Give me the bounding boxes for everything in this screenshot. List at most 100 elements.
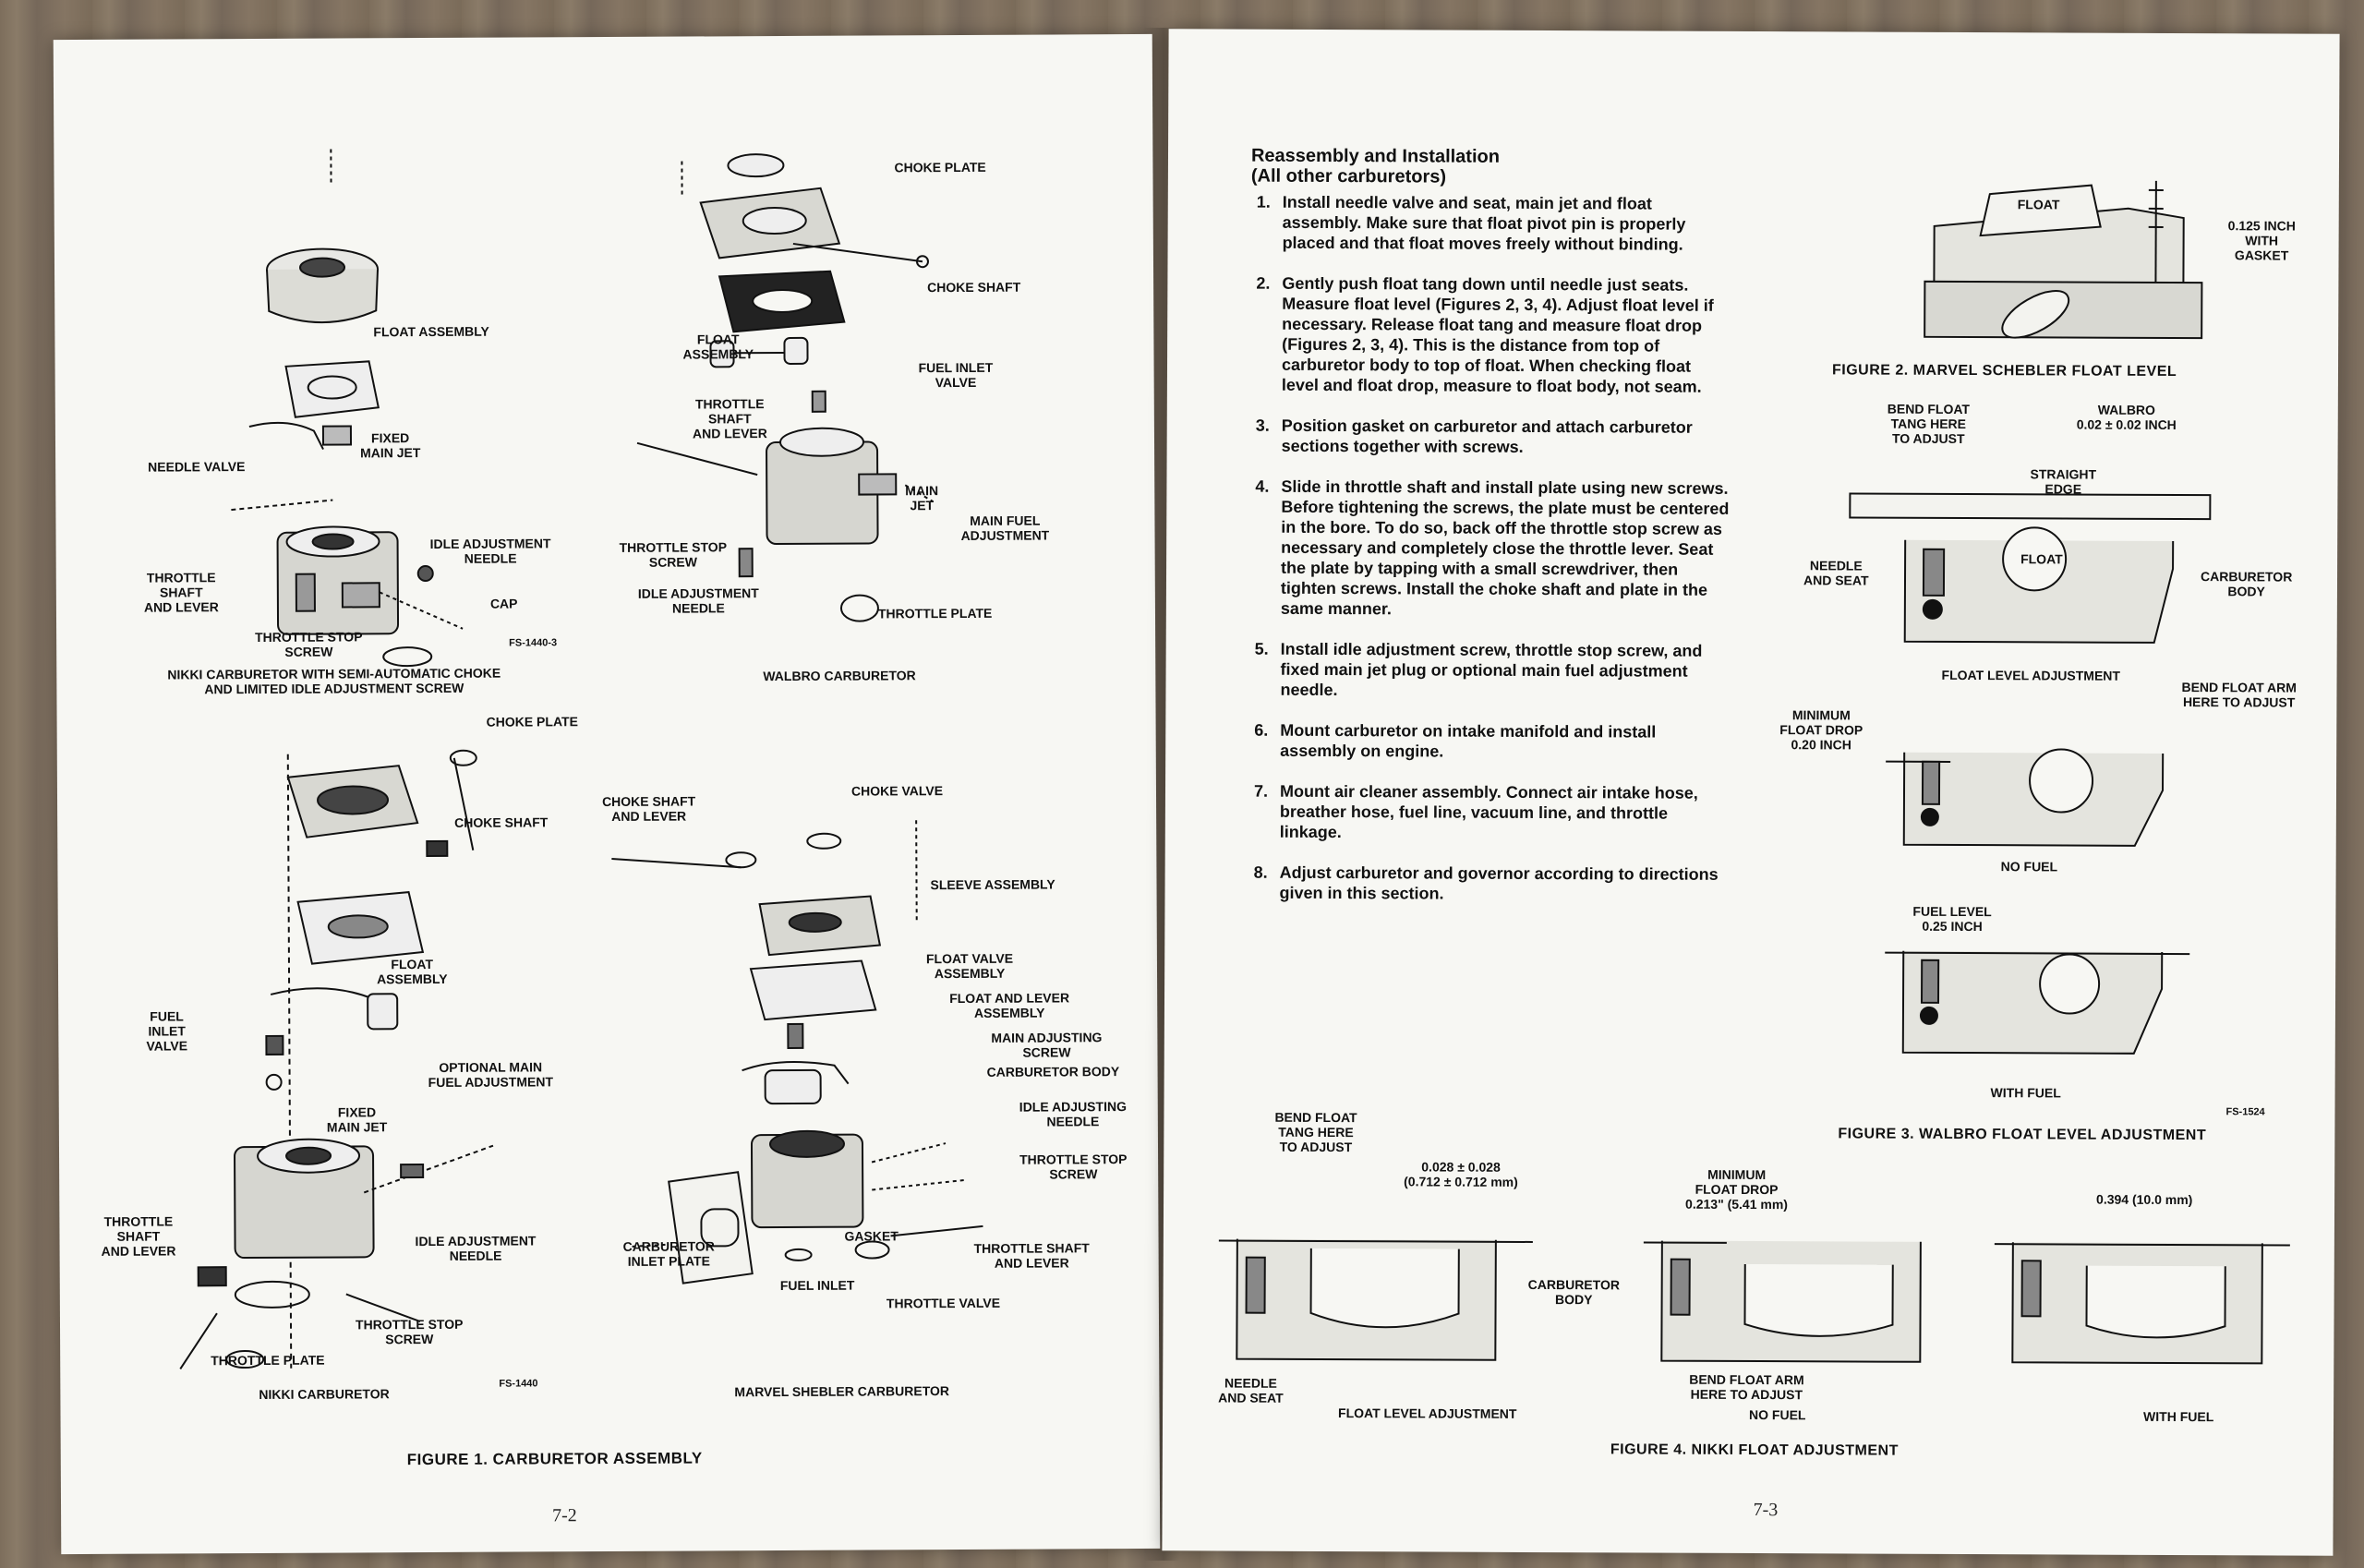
label-fixed-main-jet-1: FIXED MAIN JET [360, 430, 421, 461]
marvel-shebler-exploded-diagram [611, 820, 983, 1285]
marvel-title: MARVEL SHEBLER CARBURETOR [734, 1383, 950, 1400]
label-needle-valve-1: NEEDLE VALVE [148, 459, 246, 475]
step-3: 3.Position gasket on carburetor and atta… [1255, 416, 1693, 456]
figure-3-caption: FIGURE 3. WALBRO FLOAT LEVEL ADJUSTMENT [1838, 1126, 2207, 1144]
label-throttle-shaft-lever-4: THROTTLE SHAFT AND LEVER [973, 1240, 1090, 1271]
fig4-with-fuel-label: WITH FUEL [2143, 1408, 2214, 1425]
fig2-measure-label: 0.125 INCH WITH GASKET [2227, 218, 2296, 263]
page-number-right: 7-3 [1753, 1500, 1779, 1521]
figure-4-no-fuel-diagram [1643, 1240, 1922, 1363]
label-choke-valve-4: CHOKE VALVE [850, 783, 944, 799]
label-throttle-shaft-lever-1: THROTTLE SHAFT AND LEVER [143, 570, 219, 615]
fig4-carb-body-label: CARBURETOR BODY [1527, 1276, 1621, 1308]
fig3-float-level-adj-label: FLOAT LEVEL ADJUSTMENT [1941, 667, 2121, 683]
label-float-valve-assembly-4: FLOAT VALVE ASSEMBLY [925, 950, 1014, 982]
label-main-fuel-adjustment-2: MAIN FUEL ADJUSTMENT [960, 513, 1050, 543]
figure-2-diagram [1924, 180, 2203, 340]
label-optional-main-3: OPTIONAL MAIN FUEL ADJUSTMENT [428, 1059, 554, 1091]
fig3-needle-seat-label: NEEDLE AND SEAT [1803, 558, 1869, 588]
fs-1524: FS-1524 [2225, 1106, 2265, 1118]
label-throttle-plate-3: THROTTLE PLATE [211, 1352, 325, 1369]
fig3-with-fuel-label: WITH FUEL [1990, 1085, 2061, 1101]
label-throttle-stop-screw-2: THROTTLE STOP SCREW [619, 539, 728, 570]
fig4-measure3-label: 0.394 (10.0 mm) [2096, 1191, 2193, 1208]
label-choke-shaft-2: CHOKE SHAFT [927, 279, 1021, 296]
step-5: 5.Install idle adjustment screw, throttl… [1254, 639, 1703, 700]
nikki-exploded-diagram [179, 749, 494, 1369]
fig3-walbro-label: WALBRO 0.02 ± 0.02 INCH [2076, 402, 2177, 433]
label-throttle-stop-screw-1: THROTTLE STOP SCREW [255, 629, 363, 659]
figure-4-float-level-diagram [1218, 1238, 1533, 1361]
fig3-bend-arm-label: BEND FLOAT ARM HERE TO ADJUST [2181, 680, 2297, 710]
walbro-exploded-diagram [636, 153, 934, 622]
nikki-semi-title: NIKKI CARBURETOR WITH SEMI-AUTOMATIC CHO… [167, 665, 501, 697]
fig4-bend-arm-label: BEND FLOAT ARM HERE TO ADJUST [1689, 1371, 1804, 1403]
step-2: 2.Gently push float tang down until need… [1256, 273, 1714, 396]
figure-2-caption: FIGURE 2. MARVEL SCHEBLER FLOAT LEVEL [1831, 362, 2177, 380]
fig3-min-drop-label: MINIMUM FLOAT DROP 0.20 INCH [1779, 707, 1863, 753]
label-cap-1: CAP [489, 596, 518, 611]
label-carburetor-inlet-plate-4: CARBURETOR INLET PLATE [622, 1238, 715, 1269]
nikki-semi-exploded-diagram [231, 149, 464, 668]
fig4-float-level-adj-label: FLOAT LEVEL ADJUSTMENT [1338, 1405, 1517, 1421]
section-subtitle: (All other carburetors) [1250, 165, 1447, 187]
nikki-title: NIKKI CARBURETOR [259, 1386, 390, 1402]
step-7: 7.Mount air cleaner assembly. Connect ai… [1253, 781, 1698, 842]
fig4-min-drop-label: MINIMUM FLOAT DROP 0.213" (5.41 mm) [1685, 1166, 1789, 1212]
step-8: 8.Adjust carburetor and governor accordi… [1253, 862, 1719, 903]
label-float-assembly-2: FLOAT ASSEMBLY [682, 332, 754, 362]
label-idle-adjusting-needle-4: IDLE ADJUSTING NEEDLE [1019, 1099, 1127, 1129]
label-choke-plate-3: CHOKE PLATE [486, 714, 578, 730]
fig3-fuel-level-label: FUEL LEVEL 0.25 INCH [1912, 903, 1992, 935]
fig3-float-label: FLOAT [2020, 551, 2063, 567]
label-float-assembly-3: FLOAT ASSEMBLY [377, 956, 448, 987]
fs-1440-3: FS-1440-3 [509, 637, 558, 649]
figure-3-with-fuel-diagram [1885, 950, 2190, 1055]
label-float-lever-assembly-4: FLOAT AND LEVER ASSEMBLY [949, 990, 1070, 1020]
step-6: 6.Mount carburetor on intake manifold an… [1254, 720, 1657, 761]
label-gasket-4: GASKET [844, 1228, 899, 1244]
figure-3-no-fuel-diagram [1886, 748, 2165, 847]
fig3-straight-edge-label: STRAIGHT EDGE [2030, 466, 2097, 497]
label-fuel-inlet-valve-3: FUEL INLET VALVE [146, 1008, 188, 1054]
reassembly-steps: 1.Install needle valve and seat, main je… [1248, 192, 1731, 925]
fig3-carb-body-label: CARBURETOR BODY [2200, 569, 2293, 599]
label-main-jet-2: MAIN JET [905, 483, 939, 513]
label-throttle-plate-2: THROTTLE PLATE [877, 605, 993, 621]
left-page: FLOAT ASSEMBLY NEEDLE VALVE FIXED MAIN J… [53, 33, 1161, 1555]
fig4-bend-tang-label: BEND FLOAT TANG HERE TO ADJUST [1274, 1109, 1357, 1155]
label-fixed-main-jet-3: FIXED MAIN JET [326, 1104, 388, 1135]
section-title: Reassembly and Installation [1250, 145, 1501, 167]
page-number-left: 7-2 [552, 1505, 577, 1526]
label-fuel-inlet-valve-2: FUEL INLET VALVE [918, 359, 994, 391]
step-1: 1.Install needle valve and seat, main je… [1256, 192, 1686, 254]
label-choke-plate-2: CHOKE PLATE [894, 159, 986, 175]
label-throttle-shaft-lever-2: THROTTLE SHAFT AND LEVER [692, 396, 767, 441]
label-carburetor-body-4: CARBURETOR BODY [986, 1064, 1120, 1080]
label-choke-shaft-lever-4: CHOKE SHAFT AND LEVER [602, 793, 696, 824]
label-choke-shaft-3: CHOKE SHAFT [454, 814, 549, 830]
fig3-bend-tang-label: BEND FLOAT TANG HERE TO ADJUST [1887, 401, 1971, 447]
label-float-assembly-1: FLOAT ASSEMBLY [373, 323, 489, 340]
fig2-float-label: FLOAT [2017, 197, 2060, 212]
label-throttle-stop-screw-4: THROTTLE STOP SCREW [1019, 1152, 1128, 1182]
fs-1440: FS-1440 [499, 1378, 538, 1390]
label-throttle-stop-screw-3: THROTTLE STOP SCREW [355, 1316, 464, 1347]
label-idle-adjustment-needle-3: IDLE ADJUSTMENT NEEDLE [415, 1233, 537, 1263]
right-page: Reassembly and Installation (All other c… [1162, 29, 2340, 1556]
figure-4-with-fuel-diagram [1994, 1242, 2290, 1365]
fig4-needle-seat-label: NEEDLE AND SEAT [1218, 1375, 1284, 1405]
fig4-measure1-label: 0.028 ± 0.028 (0.712 ± 0.712 mm) [1404, 1159, 1518, 1189]
walbro-title: WALBRO CARBURETOR [763, 668, 916, 684]
label-sleeve-assembly-4: SLEEVE ASSEMBLY [930, 876, 1055, 893]
label-main-adjusting-screw-4: MAIN ADJUSTING SCREW [991, 1030, 1103, 1060]
label-throttle-valve-4: THROTTLE VALVE [886, 1295, 1001, 1311]
figure-4-caption: FIGURE 4. NIKKI FLOAT ADJUSTMENT [1610, 1441, 1899, 1459]
figure-1-caption: FIGURE 1. CARBURETOR ASSEMBLY [406, 1449, 703, 1469]
fig3-no-fuel-label: NO FUEL [2000, 859, 2058, 874]
step-4: 4.Slide in throttle shaft and install pl… [1255, 476, 1730, 619]
fig4-no-fuel-label: NO FUEL [1749, 1406, 1806, 1423]
label-fuel-inlet-4: FUEL INLET [779, 1277, 855, 1294]
label-throttle-shaft-lever-3: THROTTLE SHAFT AND LEVER [101, 1213, 176, 1259]
label-idle-adjustment-needle-1: IDLE ADJUSTMENT NEEDLE [429, 536, 551, 566]
